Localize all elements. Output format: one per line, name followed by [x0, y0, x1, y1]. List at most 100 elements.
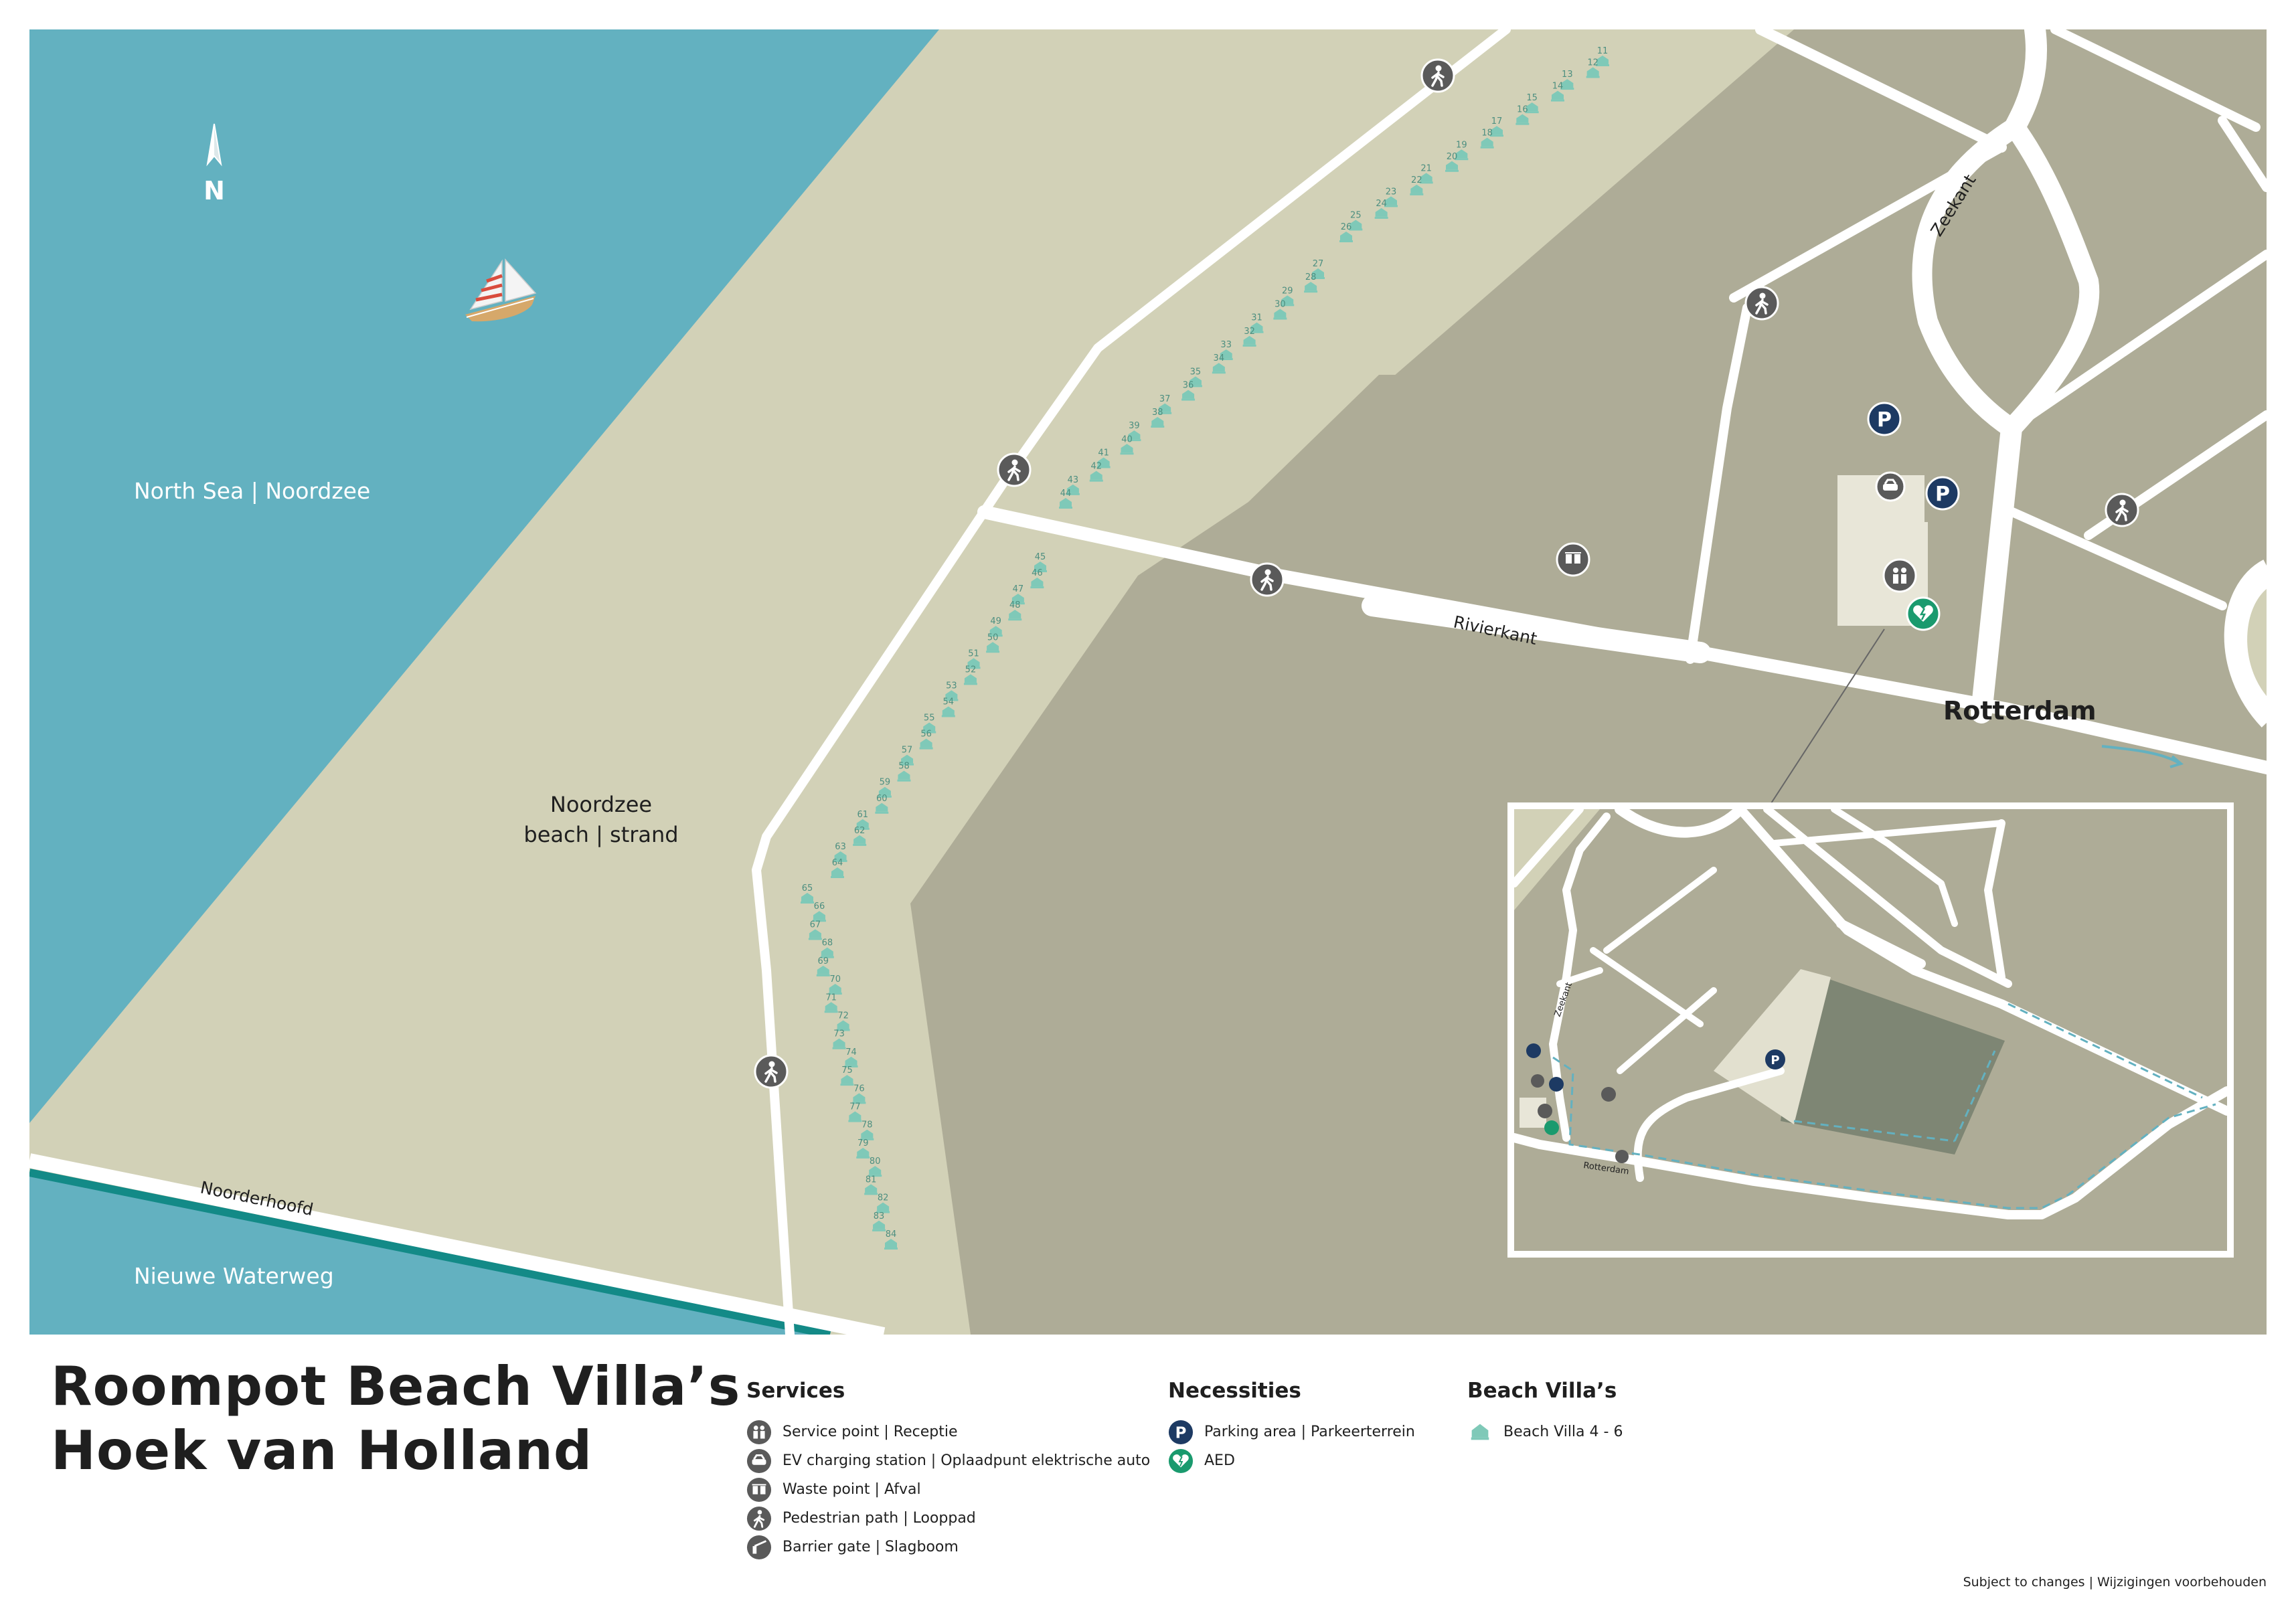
beach-villa-number: 21: [1420, 163, 1432, 173]
pedestrian-icon: [746, 1506, 772, 1531]
beach-villa-number: 77: [849, 1102, 861, 1112]
aed-icon[interactable]: [1906, 596, 1941, 631]
beach-villa-number: 61: [857, 810, 868, 820]
beach-villa-number: 20: [1447, 152, 1458, 162]
legend-item-waste-point: Waste point | Afval: [746, 1475, 1150, 1504]
beach-villa-number: 45: [1035, 552, 1046, 562]
beach-villa-number: 71: [825, 993, 837, 1003]
footnote: Subject to changes | Wijzigingen voorbeh…: [1963, 1575, 2267, 1590]
beach-label-line1: Noordzee: [550, 792, 652, 817]
north-arrow-icon: [206, 123, 222, 167]
beach-villa-number: 80: [870, 1157, 881, 1167]
beach-villa-number: 78: [862, 1120, 873, 1130]
beach-villa-number: 59: [880, 778, 891, 788]
legend-label: Parking area | Parkeerterrein: [1204, 1424, 1415, 1440]
pedestrian-icon[interactable]: [1744, 286, 1779, 321]
beach-villa-number: 32: [1244, 327, 1255, 337]
title-line-2: Hoek van Holland: [51, 1420, 593, 1482]
legend-necessities: Necessities P Parking area | Parkeerterr…: [1168, 1379, 1415, 1475]
legend-villas: Beach Villa’s Beach Villa 4 - 6: [1467, 1379, 1623, 1446]
waste-point-icon: [746, 1477, 772, 1502]
beach-villa-number: 19: [1456, 140, 1467, 150]
beach-villa-number: 66: [814, 902, 825, 912]
inset-dark-area: [1781, 969, 2005, 1155]
ev-charging-icon[interactable]: [1875, 471, 1906, 502]
beach-villa-number: 84: [886, 1229, 897, 1240]
beach-villa-number: 22: [1411, 175, 1422, 185]
beach-villa-number: 68: [822, 938, 833, 948]
beach-villa-number: 37: [1159, 394, 1171, 404]
legend-label: Pedestrian path | Looppad: [783, 1510, 976, 1527]
legend-services-heading: Services: [746, 1379, 845, 1403]
pedestrian-icon[interactable]: [1420, 58, 1455, 93]
beach-villa-number: 72: [837, 1011, 849, 1021]
beach-villa-number: 73: [833, 1029, 845, 1039]
parking-icon[interactable]: [1867, 402, 1902, 436]
beach-villa-number: 58: [898, 762, 910, 772]
pedestrian-icon[interactable]: [1250, 562, 1285, 597]
beach-villa-number: 17: [1491, 116, 1503, 126]
beach-villa-number: 81: [866, 1175, 877, 1185]
beach-villa-number: 25: [1350, 210, 1362, 220]
beach-villa-number: 36: [1183, 381, 1194, 391]
rotterdam-label: Rotterdam: [1943, 696, 2097, 725]
legend-item-barrier-gate: Barrier gate | Slagboom: [746, 1533, 1150, 1561]
beach-villa-number: 60: [876, 794, 888, 804]
legend-label: Service point | Receptie: [783, 1424, 958, 1440]
beach-villa-number: 23: [1386, 187, 1397, 197]
beach-villa-icon: [1471, 1424, 1489, 1440]
sailboat-icon: [465, 258, 537, 322]
beach-villa-number: 47: [1013, 584, 1024, 594]
beach-villa-number: 46: [1032, 568, 1043, 578]
pedestrian-icon[interactable]: [997, 452, 1032, 487]
beach-villa-number: 74: [845, 1047, 857, 1057]
legend-item-pedestrian: Pedestrian path | Looppad: [746, 1504, 1150, 1533]
beach-villa-number: 67: [810, 920, 821, 930]
beach-villa-number: 63: [835, 842, 846, 852]
legend-label: EV charging station | Oplaadpunt elektri…: [783, 1452, 1151, 1469]
beach-villa-number: 57: [902, 746, 913, 756]
beach-villa-number: 52: [965, 665, 977, 675]
beach-villa-number: 53: [946, 681, 957, 691]
pedestrian-icon[interactable]: [754, 1054, 789, 1089]
parking-icon: P: [1168, 1420, 1194, 1444]
beach-villa-number: 40: [1121, 434, 1133, 444]
beach-villa-number: 42: [1090, 462, 1102, 472]
beach-villa-number: 44: [1060, 489, 1072, 499]
beach-villa-number: 70: [829, 974, 841, 985]
legend-villas-heading: Beach Villa’s: [1467, 1379, 1617, 1403]
beach-villa-number: 51: [968, 649, 979, 659]
legend-label: Barrier gate | Slagboom: [783, 1539, 959, 1555]
beach-villa-number: 41: [1098, 448, 1109, 458]
beach-villa-number: 11: [1597, 46, 1609, 56]
road-network: [752, 29, 2267, 1335]
beach-villa-number: 55: [924, 713, 935, 723]
page-title: Roompot Beach Villa’s Hoek van Holland: [51, 1355, 740, 1483]
beach-villa-number: 48: [1009, 600, 1021, 610]
legend-label: Waste point | Afval: [783, 1481, 921, 1498]
legend-item-aed: AED: [1168, 1446, 1415, 1475]
aed-icon: [1168, 1448, 1194, 1473]
sea-label: North Sea | Noordzee: [134, 478, 370, 504]
beach-villa-number: 24: [1376, 199, 1387, 209]
beach-villa-number: 54: [943, 697, 955, 707]
beach-villa-number: 18: [1481, 129, 1493, 139]
beach-villa-number: 50: [987, 632, 999, 643]
legend-item-beach-villa: Beach Villa 4 - 6: [1467, 1418, 1623, 1446]
svg-text:P: P: [1771, 1053, 1779, 1067]
parking-icon[interactable]: [1925, 476, 1960, 511]
inset-map: P Zeekant Rotterdam: [1507, 802, 2234, 1258]
waste-point-icon[interactable]: [1556, 542, 1590, 577]
beach-label-line2: beach | strand: [523, 822, 678, 847]
service-point-icon: [746, 1420, 772, 1444]
beach-villa-number: 76: [853, 1084, 865, 1094]
beach-villa-number: 75: [841, 1065, 853, 1076]
beach-villa-number: 29: [1282, 286, 1293, 296]
service-point-icon[interactable]: [1882, 558, 1917, 593]
beach-villa-number: 28: [1305, 272, 1317, 282]
barrier-gate-icon: [746, 1535, 772, 1559]
legend-item-ev-charging: EV charging station | Oplaadpunt elektri…: [746, 1446, 1150, 1475]
pedestrian-icon[interactable]: [2105, 493, 2139, 527]
beach-villa-number: 39: [1129, 421, 1140, 431]
